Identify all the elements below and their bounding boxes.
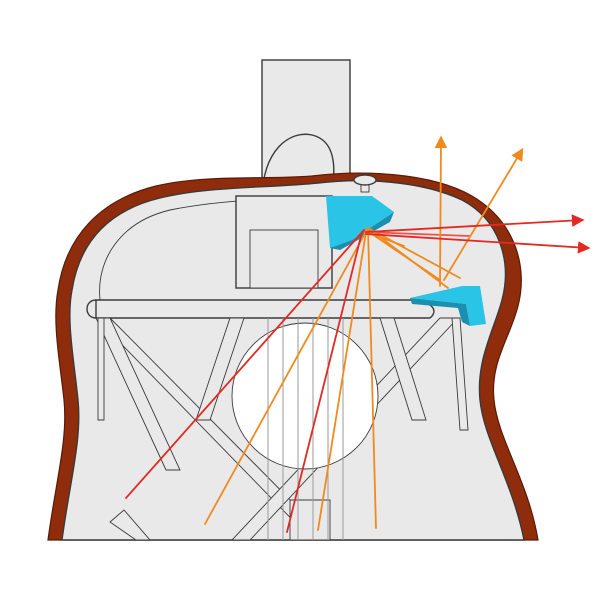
cyan-reflector-upper — [326, 196, 394, 250]
tailblock-hint — [289, 499, 331, 540]
cyan-reflector-lower — [410, 286, 486, 326]
ray-orange-up-1 — [434, 135, 448, 287]
neck-block-inner — [249, 229, 319, 289]
side-brace-left — [97, 317, 105, 421]
strings — [267, 318, 344, 540]
side-brace-right — [451, 317, 469, 431]
bridge-plate-brace — [195, 317, 245, 421]
ray-red-2 — [286, 231, 363, 533]
ray-red-out-2 — [365, 233, 591, 254]
strap-button — [353, 174, 377, 193]
body-interior — [86, 195, 469, 540]
ray-paths — [125, 135, 591, 533]
ray-orange-1 — [204, 227, 369, 525]
ray-orange-extra-c — [317, 231, 367, 531]
lower-brace — [109, 509, 151, 540]
transverse-brace — [95, 299, 435, 319]
ray-red-out-1 — [365, 214, 585, 233]
bridge-plate-brace-2 — [379, 317, 427, 421]
transverse-brace-left-cap — [86, 299, 97, 319]
ray-red-1 — [125, 229, 365, 499]
ray-orange-2 — [367, 227, 377, 529]
brace-left-diagonal — [95, 317, 181, 471]
ray-red-extra-a — [363, 231, 471, 237]
ray-orange-up-2 — [443, 147, 524, 281]
ray-orange-extra-a — [367, 227, 461, 279]
ray-orange-3 — [367, 227, 449, 289]
soundhole — [231, 322, 379, 470]
